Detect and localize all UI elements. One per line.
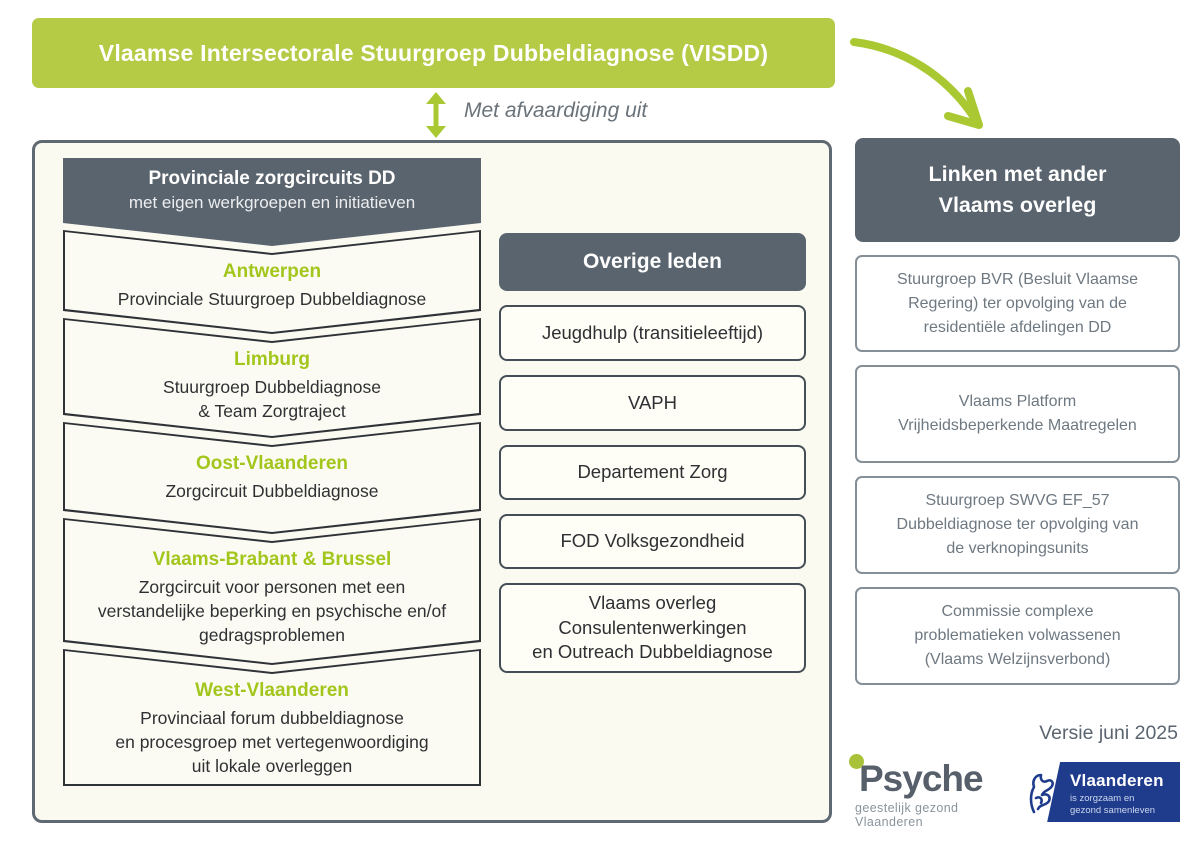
province-name: Oost-Vlaanderen bbox=[195, 453, 349, 474]
province-name: West-Vlaanderen bbox=[195, 680, 349, 701]
members-column: Overige leden Jeugdhulp (transitieleefti… bbox=[499, 233, 806, 673]
provincial-panel: Provinciale zorgcircuits DD met eigen we… bbox=[32, 140, 832, 823]
curved-arrow-icon bbox=[850, 38, 983, 129]
province-oost-vlaanderen: Oost-Vlaanderen Zorgcircuit Dubbeldiagno… bbox=[63, 422, 481, 534]
member-departement-zorg: Departement Zorg bbox=[499, 445, 806, 500]
psyche-logo-tagline: geestelijk gezond Vlaanderen bbox=[855, 801, 959, 829]
main-title-banner: Vlaamse Intersectorale Stuurgroep Dubbel… bbox=[32, 18, 835, 88]
province-description: Zorgcircuit Dubbeldiagnose bbox=[165, 480, 379, 501]
connector-label: Met afvaardiging uit bbox=[464, 99, 648, 122]
link-stuurgroep-bvr: Stuurgroep BVR (Besluit Vlaamse Regering… bbox=[855, 255, 1180, 352]
flemish-lion-icon bbox=[1029, 773, 1054, 814]
main-title: Vlaamse Intersectorale Stuurgroep Dubbel… bbox=[98, 39, 769, 66]
members-header: Overige leden bbox=[499, 233, 806, 291]
provincial-header: Provinciale zorgcircuits DD met eigen we… bbox=[63, 158, 481, 246]
member-vlaams-overleg: Vlaams overleg Consulentenwerkingen en O… bbox=[499, 583, 806, 673]
province-description: Stuurgroep Dubbeldiagnose & Team Zorgtra… bbox=[163, 376, 381, 421]
provincial-header-title: Provinciale zorgcircuits DD bbox=[148, 168, 396, 189]
province-description: Zorgcircuit voor personen met een versta… bbox=[97, 576, 447, 645]
links-column: Linken met ander Vlaams overleg Stuurgro… bbox=[855, 138, 1180, 685]
province-west-vlaanderen: West-Vlaanderen Provinciaal forum dubbel… bbox=[63, 649, 481, 786]
link-commissie-complexe: Commissie complexe problematieken volwas… bbox=[855, 587, 1180, 685]
psyche-logo-wordmark: Psyche bbox=[849, 754, 984, 800]
vlaanderen-logo-name: Vlaanderen bbox=[1070, 771, 1164, 790]
links-header: Linken met ander Vlaams overleg bbox=[855, 138, 1180, 242]
vlaanderen-logo-background bbox=[1047, 762, 1180, 822]
province-name: Limburg bbox=[234, 349, 310, 370]
member-vaph: VAPH bbox=[499, 375, 806, 431]
vlaanderen-logo: Vlaanderen is zorgzaam en gezond samenle… bbox=[1018, 762, 1180, 822]
province-chevron-column: Provinciale zorgcircuits DD met eigen we… bbox=[63, 158, 481, 786]
province-description: Provinciaal forum dubbeldiagnose en proc… bbox=[115, 707, 429, 776]
version-label: Versie juni 2025 bbox=[1039, 722, 1178, 744]
link-stuurgroep-swvg: Stuurgroep SWVG EF_57 Dubbeldiagnose ter… bbox=[855, 476, 1180, 574]
province-name: Antwerpen bbox=[222, 261, 322, 282]
psyche-logo-dot-icon bbox=[849, 754, 864, 769]
province-description: Provinciale Stuurgroep Dubbeldiagnose bbox=[117, 288, 427, 309]
chevron-fill bbox=[65, 520, 479, 663]
province-vlaams-brabant-brussel: Vlaams-Brabant & Brussel Zorgcircuit voo… bbox=[63, 518, 481, 665]
vlaanderen-logo-text: Vlaanderen is zorgzaam en gezond samenle… bbox=[1070, 771, 1164, 818]
bidirectional-arrow-icon bbox=[426, 92, 446, 138]
psyche-logo-name: Psyche bbox=[859, 758, 984, 799]
member-jeugdhulp: Jeugdhulp (transitieleeftijd) bbox=[499, 305, 806, 361]
member-fod-volksgezondheid: FOD Volksgezondheid bbox=[499, 514, 806, 569]
vlaanderen-logo-tagline: is zorgzaam en gezond samenleven bbox=[1070, 793, 1156, 817]
link-vlaams-platform: Vlaams Platform Vrijheidsbeperkende Maat… bbox=[855, 365, 1180, 463]
psyche-logo: Psyche geestelijk gezond Vlaanderen bbox=[849, 754, 1013, 829]
province-name: Vlaams-Brabant & Brussel bbox=[152, 549, 392, 570]
province-limburg: Limburg Stuurgroep Dubbeldiagnose & Team… bbox=[63, 318, 481, 438]
provincial-header-subtitle: met eigen werkgroepen en initiatieven bbox=[128, 192, 416, 212]
